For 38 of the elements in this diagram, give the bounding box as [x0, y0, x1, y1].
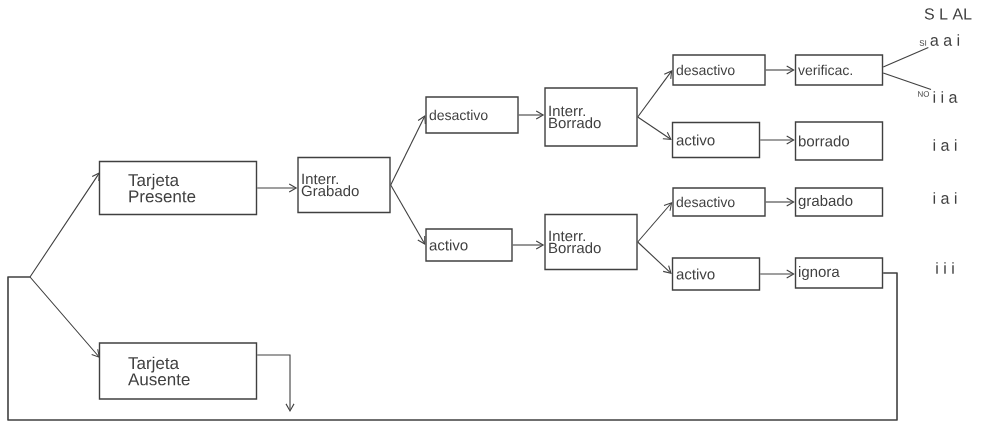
process-box: desactivo [672, 187, 766, 217]
result-text: S L AL [924, 8, 972, 20]
process-box: Interr. Borrado [544, 213, 638, 271]
process-box: ignora [794, 257, 884, 289]
arrow [637, 70, 673, 118]
arrow [256, 183, 298, 193]
result-text: i i a [933, 91, 958, 103]
process-box: activo [425, 228, 513, 262]
result-text: i a i [933, 192, 957, 204]
process-box: Tarjeta Presente [98, 160, 258, 216]
process-box: borrado [794, 121, 884, 161]
arrow [512, 240, 545, 250]
process-box: verificac. [794, 54, 884, 86]
process-box: grabado [794, 187, 884, 217]
process-box: Interr. Borrado [544, 87, 638, 147]
arrow [518, 110, 545, 120]
result-text: a a i [930, 34, 960, 46]
arrow [765, 197, 795, 207]
arrow [637, 116, 672, 140]
arrow [390, 184, 426, 245]
arrow [390, 115, 426, 186]
process-box: Tarjeta Ausente [98, 342, 258, 400]
process-box: desactivo [425, 96, 519, 134]
arrow [759, 269, 795, 279]
process-box: activo [671, 257, 761, 291]
edge-label: SI [919, 40, 927, 46]
arrow [637, 202, 673, 243]
process-box: activo [671, 121, 761, 159]
arrow [637, 241, 672, 274]
process-box: Interr. Grabado [297, 156, 391, 214]
result-text: i a i [933, 139, 957, 151]
result-text: i i i [936, 262, 954, 274]
arrow [759, 135, 795, 145]
process-box: desactivo [672, 54, 766, 86]
arrow [765, 65, 795, 75]
arrow [256, 354, 295, 412]
arrow [7, 272, 898, 421]
edge-label: NO [918, 91, 930, 97]
